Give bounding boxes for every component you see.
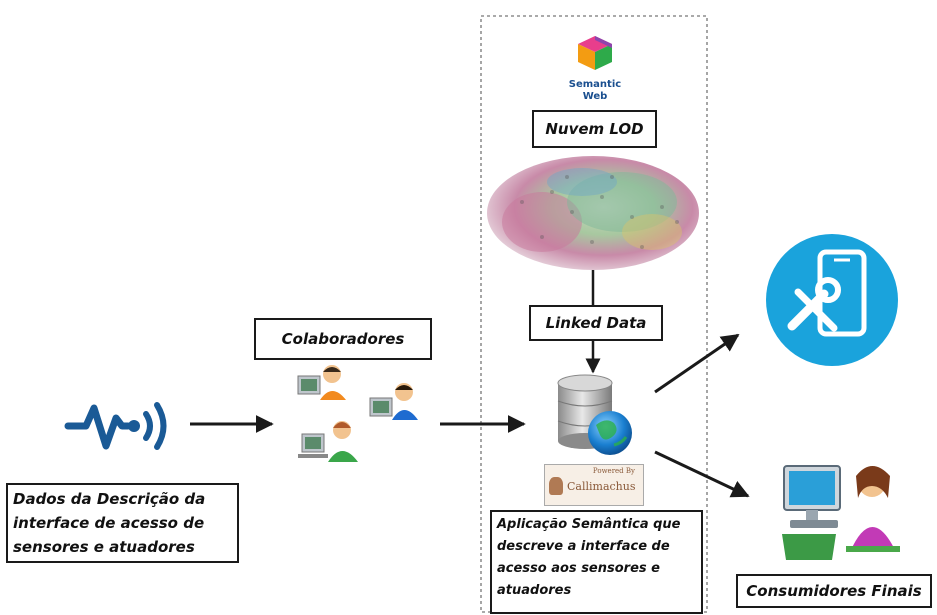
semantic-web-logo: Semantic Web <box>556 30 634 110</box>
lod-cloud-icon <box>487 156 699 270</box>
mobile-tools-icon <box>766 234 898 366</box>
aplicacao-semantica-line-1: Aplicação Semântica que <box>497 517 681 532</box>
callimachus-badge: Powered By Callimachus <box>544 464 644 506</box>
aplicacao-semantica-line-2: descreve a interface de <box>497 539 670 554</box>
dados-descricao-line-1: Dados da Descrição da <box>13 490 206 508</box>
colaboradores-label: Colaboradores <box>254 318 432 360</box>
arrow-database-to-mobile <box>654 333 740 394</box>
collaborators-icon <box>297 365 418 462</box>
linked-data-label: Linked Data <box>529 305 663 341</box>
database-globe-icon <box>557 374 632 455</box>
dados-descricao-label: Dados da Descrição da interface de acess… <box>6 483 239 563</box>
arrow-database-to-consumer <box>654 450 750 498</box>
aplicacao-semantica-line-3: acesso aos sensores e <box>497 561 660 576</box>
consumidores-finais-label: Consumidores Finais <box>736 574 932 608</box>
semantic-web-logo-text-2: Web <box>582 91 608 102</box>
dados-descricao-line-2: interface de acesso de <box>13 514 205 532</box>
nuvem-lod-label: Nuvem LOD <box>532 110 657 148</box>
callimachus-name-text: Callimachus <box>567 479 636 493</box>
end-user-computer-icon <box>782 465 900 560</box>
aplicacao-semantica-label: Aplicação Semântica que descreve a inter… <box>490 510 703 614</box>
aplicacao-semantica-line-4: atuadores <box>497 583 572 598</box>
callimachus-powered-text: Powered By <box>592 467 635 475</box>
dados-descricao-line-3: sensores e atuadores <box>13 538 195 556</box>
sensor-signal-icon <box>64 402 167 450</box>
semantic-application-frame <box>480 15 708 613</box>
callimachus-portrait-icon <box>549 477 563 495</box>
semantic-web-cube-icon <box>578 36 612 70</box>
semantic-web-logo-text-1: Semantic <box>568 79 622 90</box>
